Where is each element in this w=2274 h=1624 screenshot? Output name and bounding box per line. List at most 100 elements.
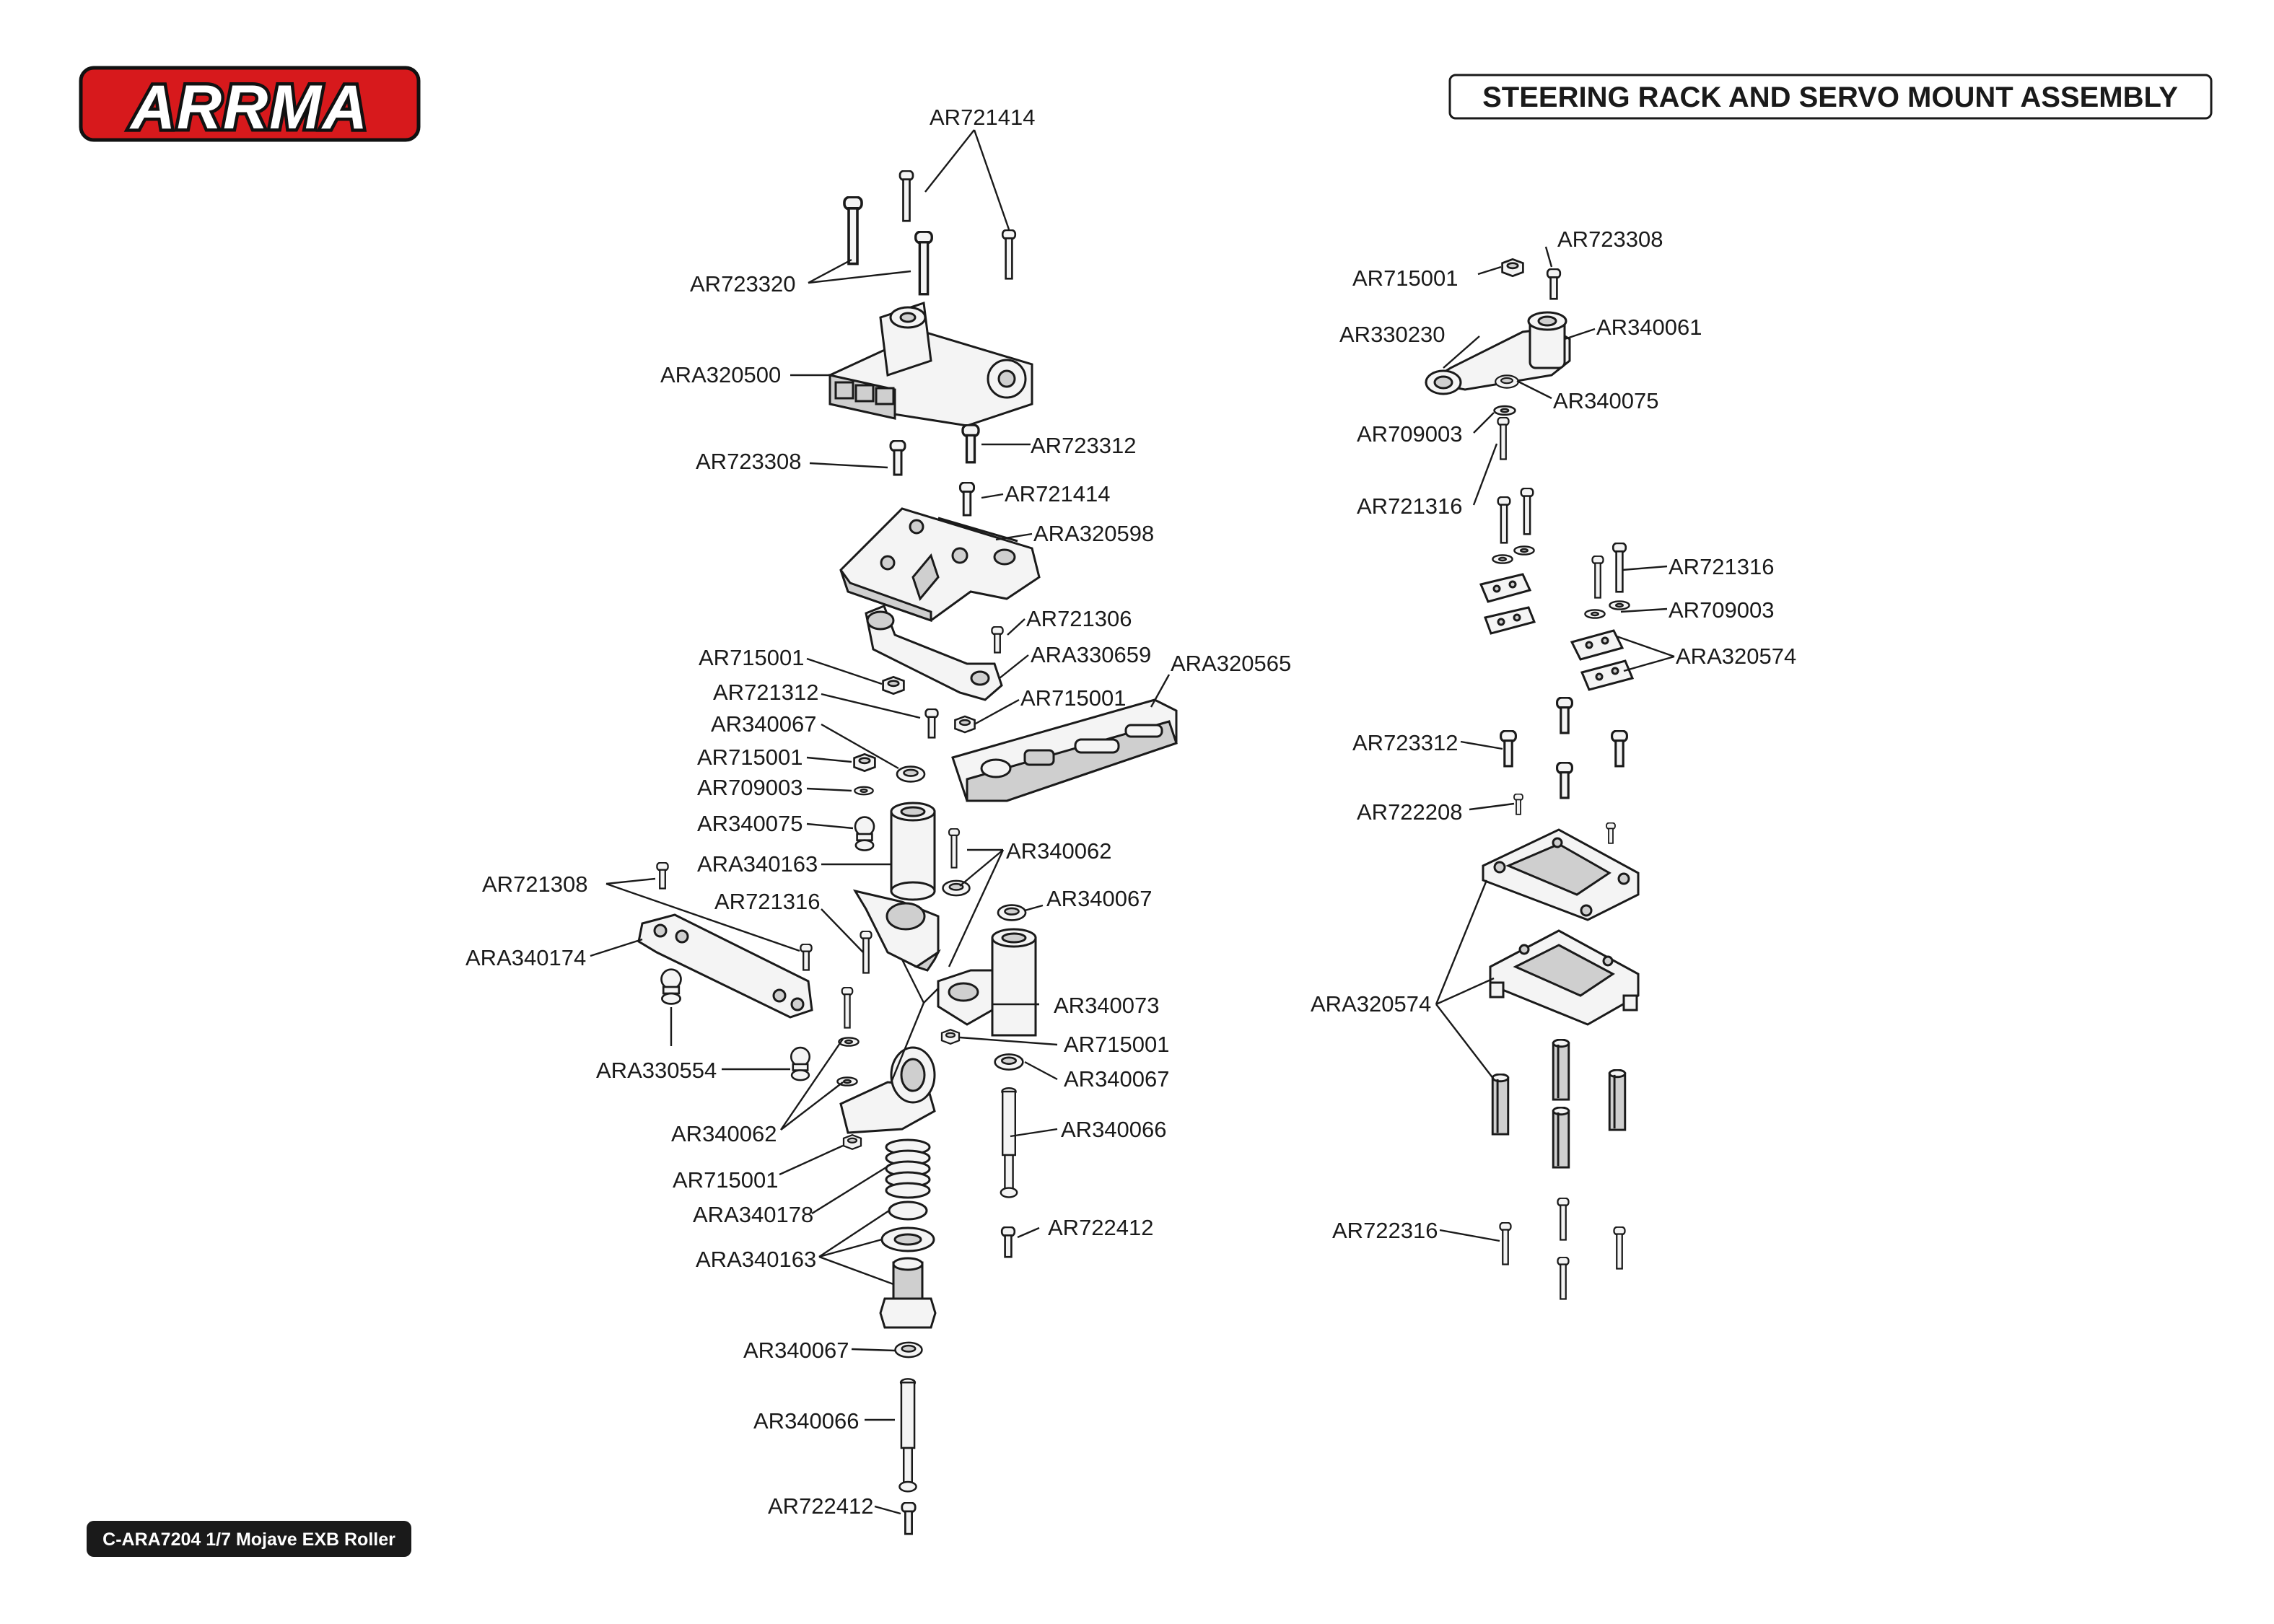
bushing-part [854, 816, 875, 851]
left-labels: AR721414 AR723320 ARA320500 AR723308 AR7… [465, 105, 1291, 1519]
callout-label: AR709003 [1669, 597, 1775, 623]
bushing-part [1494, 374, 1520, 389]
callout-label: ARA340178 [693, 1202, 813, 1227]
screw-part [889, 440, 906, 476]
washer-part [1609, 600, 1630, 610]
callout-label: ARA340163 [696, 1247, 816, 1272]
callout-label: AR340062 [671, 1121, 777, 1146]
callout-label: AR721316 [1669, 554, 1775, 579]
steering-post-right-part [991, 928, 1037, 1037]
callout-label: AR721414 [1005, 481, 1111, 506]
callout-label: ARA320574 [1311, 991, 1431, 1017]
servo-horn-part [1424, 311, 1571, 395]
callout-label: AR340066 [753, 1408, 860, 1434]
callout-label: ARA320565 [1171, 651, 1291, 676]
callout-label: AR715001 [1064, 1032, 1170, 1057]
screw-part [843, 196, 863, 265]
callout-label: AR715001 [1020, 685, 1127, 711]
callout-label: AR715001 [697, 745, 803, 770]
drag-link-part [637, 913, 813, 1019]
washer-part [1493, 405, 1516, 416]
screw-part [924, 708, 940, 739]
washer-part [854, 786, 874, 796]
screw-part [1496, 417, 1510, 460]
callout-label: AR723312 [1352, 730, 1459, 755]
screw-part [1605, 822, 1617, 844]
steering-brace-part [951, 698, 1178, 802]
bushing-part [894, 1341, 923, 1359]
callout-label: AR721312 [713, 680, 819, 705]
screw-part [948, 828, 961, 869]
spacer-block-part-right [1570, 629, 1635, 691]
screw-part [655, 862, 670, 890]
callout-label: ARA330659 [1031, 642, 1151, 667]
left-assembly-parts [637, 170, 1178, 1535]
screw-part [1555, 762, 1574, 799]
servo-frame-upper-part [1482, 828, 1640, 921]
callout-label: ARA340163 [697, 851, 818, 877]
nut-part [882, 675, 905, 695]
model-caption: C-ARA7204 1/7 Mojave EXB Roller [87, 1521, 411, 1557]
spring-part [885, 1138, 931, 1199]
bushing-part [994, 1053, 1024, 1071]
screw-part [799, 944, 813, 971]
nut-part [1501, 258, 1524, 278]
bushing-part [997, 904, 1027, 921]
callout-label: AR721316 [1357, 493, 1463, 519]
callout-label: ARA340174 [465, 945, 586, 970]
callout-label: AR340067 [711, 711, 817, 737]
screw-part [1557, 1198, 1570, 1241]
callout-label: AR715001 [699, 645, 805, 670]
callout-label: AR723308 [1557, 227, 1663, 252]
screw-part [914, 231, 934, 296]
callout-label: AR340062 [1006, 838, 1112, 864]
bellcrank-upper-part [852, 889, 941, 972]
screw-part [1499, 730, 1518, 768]
screw-part [901, 1502, 917, 1535]
right-labels: AR723308 AR715001 AR330230 AR340061 AR34… [1311, 227, 1796, 1243]
callout-label: AR709003 [697, 775, 803, 800]
ballstud-part [790, 1046, 811, 1081]
callout-label: AR723320 [690, 271, 796, 297]
bellcrank-right-part [937, 969, 994, 1026]
screw-part [1612, 543, 1627, 593]
callout-label: AR715001 [1352, 265, 1459, 291]
nut-part [940, 1028, 961, 1045]
arrma-logo: ARRMA [79, 66, 421, 146]
washer-part [1584, 609, 1606, 619]
standoff-part [1491, 1074, 1510, 1136]
standoff-part [1552, 1107, 1570, 1169]
callout-label: ARA320598 [1033, 521, 1154, 546]
callout-label: AR721306 [1026, 606, 1132, 631]
spacer-block-part [1479, 573, 1536, 635]
ballstud-part [660, 968, 682, 1005]
screw-part [1497, 496, 1511, 544]
bellcrank-lower-part [839, 1046, 936, 1134]
screw-part [1001, 229, 1017, 280]
callout-label: ARA320500 [660, 362, 781, 387]
shaft-part [1000, 1087, 1018, 1198]
callout-label: AR721316 [714, 889, 821, 914]
callout-label: AR722412 [1048, 1215, 1154, 1240]
title-box: STEERING RACK AND SERVO MOUNT ASSEMBLY [1448, 74, 2213, 120]
o-ring-part [888, 1201, 928, 1221]
washer-part [1492, 554, 1513, 564]
callout-label: ARA320574 [1676, 644, 1796, 669]
screw-part [1613, 1226, 1626, 1270]
left-leader-lines [590, 129, 1171, 1515]
right-leader-lines [1435, 246, 1675, 1242]
callout-label: AR722412 [768, 1493, 874, 1519]
screw-part [1555, 697, 1574, 734]
screw-part [1000, 1226, 1016, 1258]
callout-label: AR723312 [1031, 433, 1137, 458]
screw-part [961, 424, 980, 464]
callout-label: AR340067 [1046, 886, 1153, 911]
caption-text: C-ARA7204 1/7 Mojave EXB Roller [102, 1529, 395, 1550]
nut-part [842, 1133, 862, 1151]
steering-post-tube-part [890, 802, 936, 901]
screw-part [841, 987, 854, 1029]
callout-label: AR340061 [1596, 315, 1702, 340]
screw-part [1520, 488, 1534, 535]
screw-part [898, 170, 914, 222]
callout-label: AR721308 [482, 872, 588, 897]
